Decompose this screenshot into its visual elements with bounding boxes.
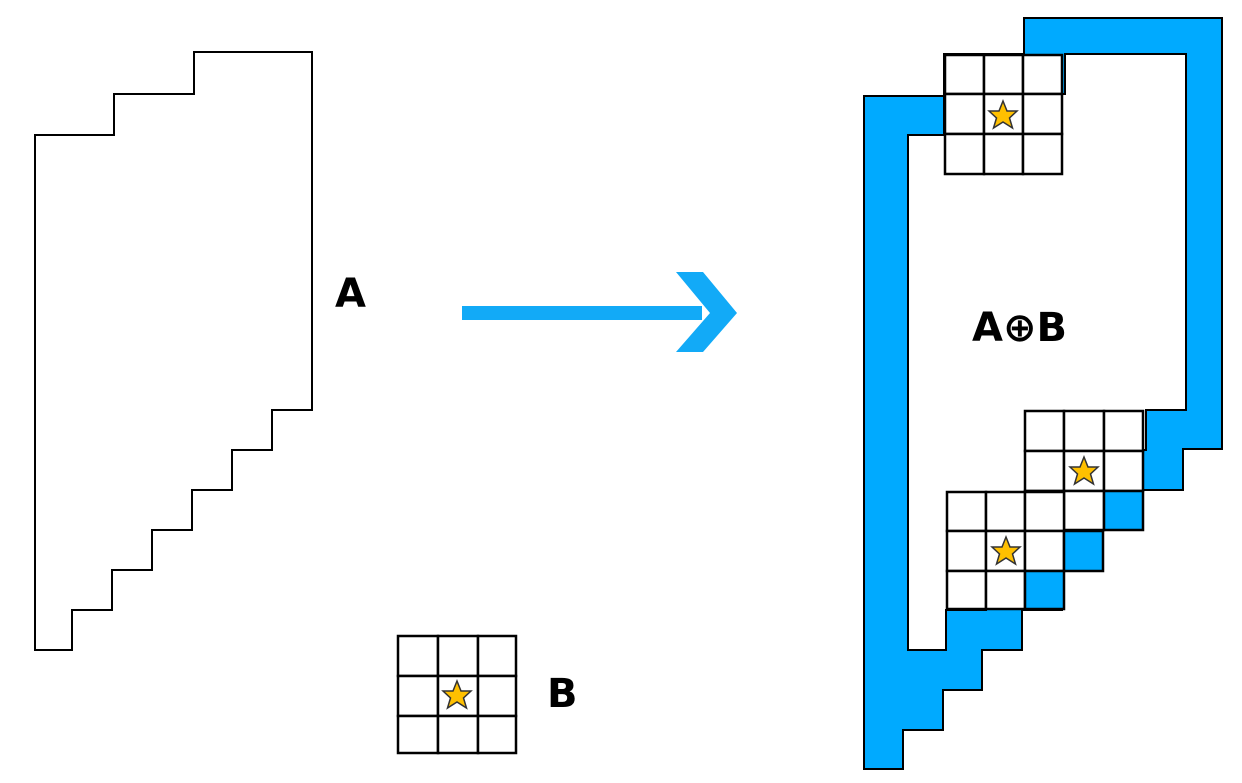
grid-cell <box>436 634 480 678</box>
grid-cell <box>436 714 480 755</box>
structuring-element-b <box>396 634 518 755</box>
arrow-shaft <box>462 306 702 320</box>
grid-cell <box>476 714 518 755</box>
grid-cell <box>1021 53 1064 96</box>
grid-cell <box>984 569 1027 611</box>
grid-cell <box>945 569 988 611</box>
grid-cell <box>1102 409 1145 453</box>
grid-cell <box>1102 449 1145 493</box>
grid-cell <box>982 53 1025 96</box>
grid-cell <box>1023 529 1066 573</box>
arrow-head <box>676 272 737 352</box>
grid-cell <box>1062 529 1105 573</box>
grid-cell <box>396 714 440 755</box>
grid-cell <box>476 634 518 678</box>
grid-cell <box>982 132 1025 176</box>
grid-cell <box>396 674 440 718</box>
arrow-right-icon <box>462 272 737 352</box>
set-b-label: B <box>547 671 578 717</box>
grid-cell <box>945 490 988 533</box>
grid-cell <box>476 674 518 718</box>
grid-cell <box>1023 409 1066 453</box>
dilation-label: A⊕B <box>972 305 1067 351</box>
grid-cell <box>1023 569 1066 611</box>
grid-cell <box>1102 489 1145 532</box>
grid-cell <box>396 634 440 678</box>
grid-cell <box>1021 92 1064 136</box>
grid-cell <box>1023 490 1066 533</box>
grid-cell <box>1062 409 1106 453</box>
set-a-shape <box>34 51 313 651</box>
grid-cell <box>945 529 988 573</box>
grid-cell <box>943 53 986 96</box>
grid-cell <box>1062 489 1106 532</box>
structuring-element-lower <box>945 490 1066 611</box>
grid-cell <box>943 132 986 176</box>
grid-cell <box>1023 449 1066 493</box>
grid-cell <box>984 490 1027 533</box>
grid-cell <box>943 92 986 136</box>
set-a-label: A <box>335 271 366 317</box>
grid-cell <box>1021 132 1064 176</box>
